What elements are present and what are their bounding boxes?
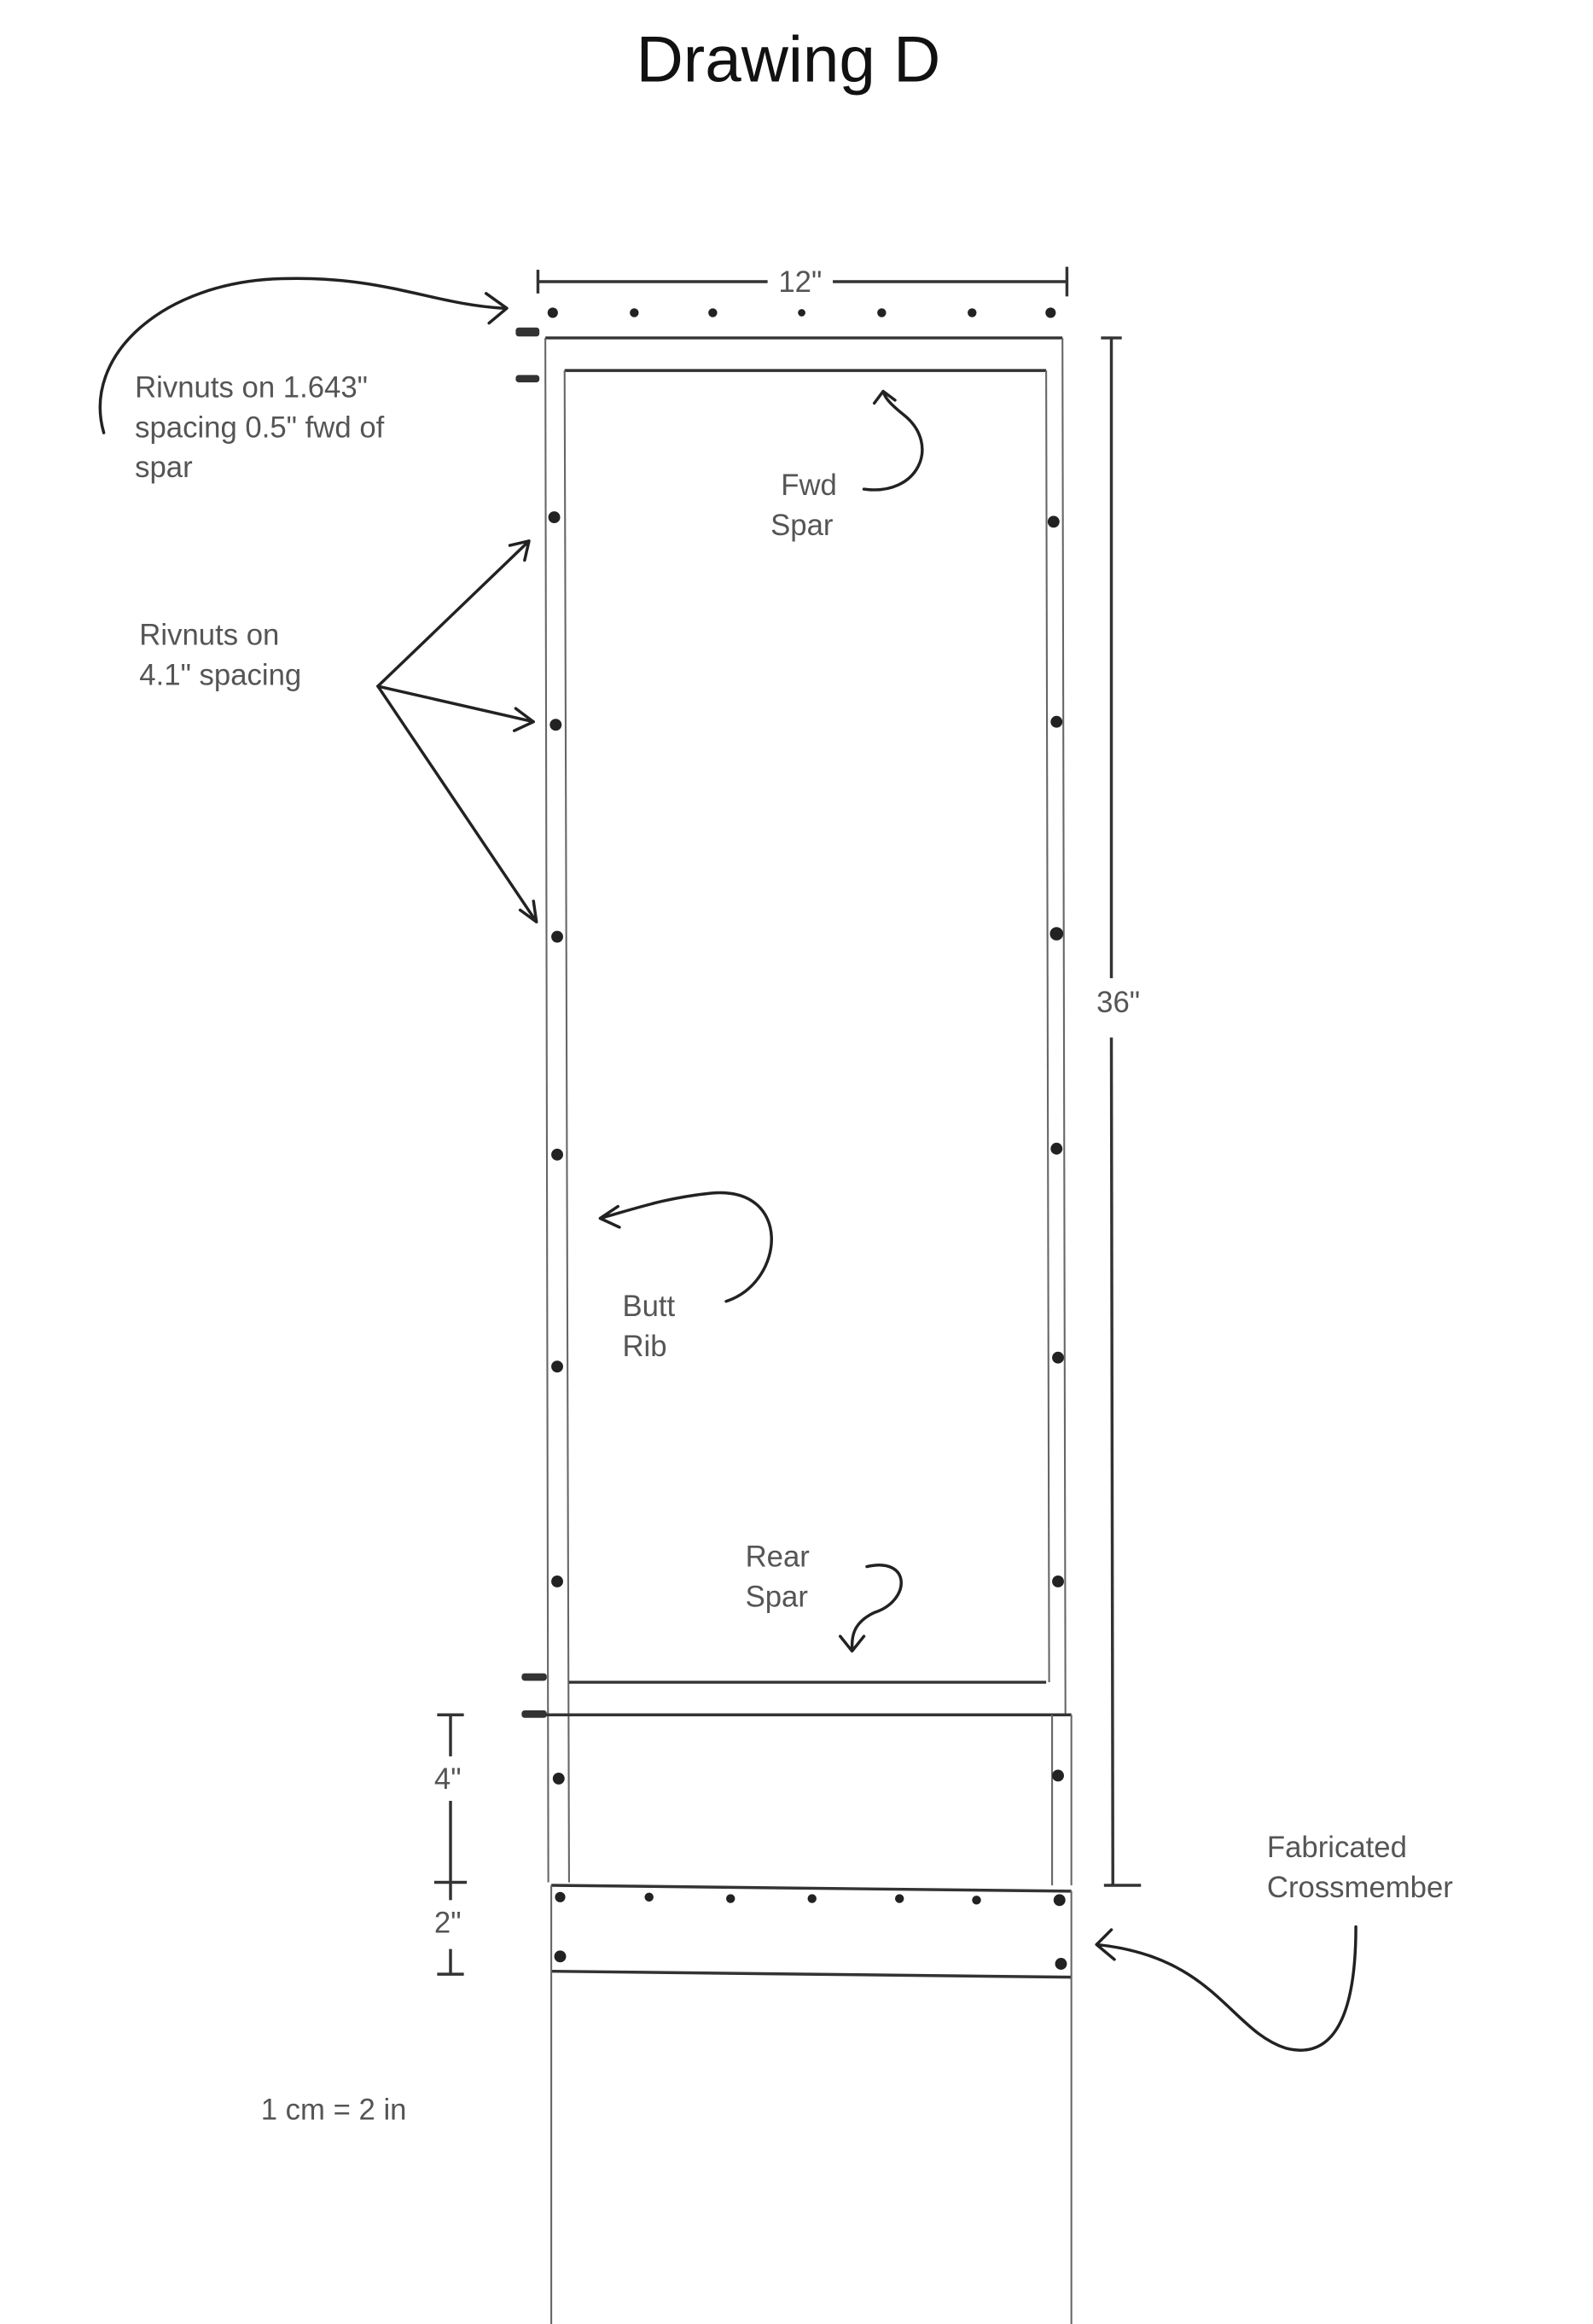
label-line: Spar <box>770 510 833 542</box>
rivnuts-side-arrow-3 <box>376 684 538 923</box>
label-line: Butt <box>622 1290 675 1323</box>
label-line: 4.1" spacing <box>139 659 301 691</box>
label-line: Rear <box>746 1541 810 1574</box>
label-rivnuts-side: Rivnuts on 4.1" spacing <box>139 619 301 691</box>
label-rivnuts-fwd: Rivnuts on 1.643" spacing 0.5" fwd of sp… <box>135 371 385 484</box>
label-rear-spar: Rear Spar <box>746 1541 810 1614</box>
label-line: Fabricated <box>1267 1832 1407 1864</box>
scale-label: 1 cm = 2 in <box>261 2094 407 2126</box>
rivnuts-side-arrow-1 <box>376 539 531 688</box>
label-line: Spar <box>746 1581 808 1613</box>
label-butt-rib: Butt Rib <box>622 1290 675 1363</box>
width-label: 12" <box>778 266 822 299</box>
label-line: Crossmember <box>1267 1872 1453 1904</box>
crossmember <box>550 1884 1073 2324</box>
gap-dimension: 4" 2" <box>433 1713 468 1976</box>
width-dimension: 12" <box>536 266 1069 299</box>
gap-label: 4" <box>434 1763 462 1796</box>
fwd-spar-arrow <box>862 389 924 492</box>
rivnuts-fwd-arrow <box>98 277 506 434</box>
label-line: Rivnuts on <box>139 619 279 651</box>
label-line: spar <box>135 451 193 484</box>
label-line: spacing 0.5" fwd of <box>135 411 385 444</box>
rivets <box>515 307 1067 1970</box>
label-line: Fwd <box>781 469 837 502</box>
crossmember-dim-label: 2" <box>434 1908 462 1940</box>
label-line: Rib <box>622 1331 666 1363</box>
label-line: Rivnuts on 1.643" <box>135 371 368 404</box>
length-label: 36" <box>1096 987 1140 1019</box>
annotation-arrows <box>98 277 1358 2052</box>
label-fwd-spar: Fwd Spar <box>770 469 837 542</box>
label-crossmember: Fabricated Crossmember <box>1267 1832 1453 1904</box>
length-dimension: 36" <box>1096 336 1142 1887</box>
rivnuts-side-arrow-2 <box>376 684 535 732</box>
butt-rib-frame <box>544 336 1073 1885</box>
crossmember-arrow <box>1095 1925 1358 2052</box>
butt-rib-arrow <box>598 1191 773 1303</box>
drawing-title: Drawing D <box>637 24 941 96</box>
rear-spar-arrow <box>838 1564 903 1653</box>
